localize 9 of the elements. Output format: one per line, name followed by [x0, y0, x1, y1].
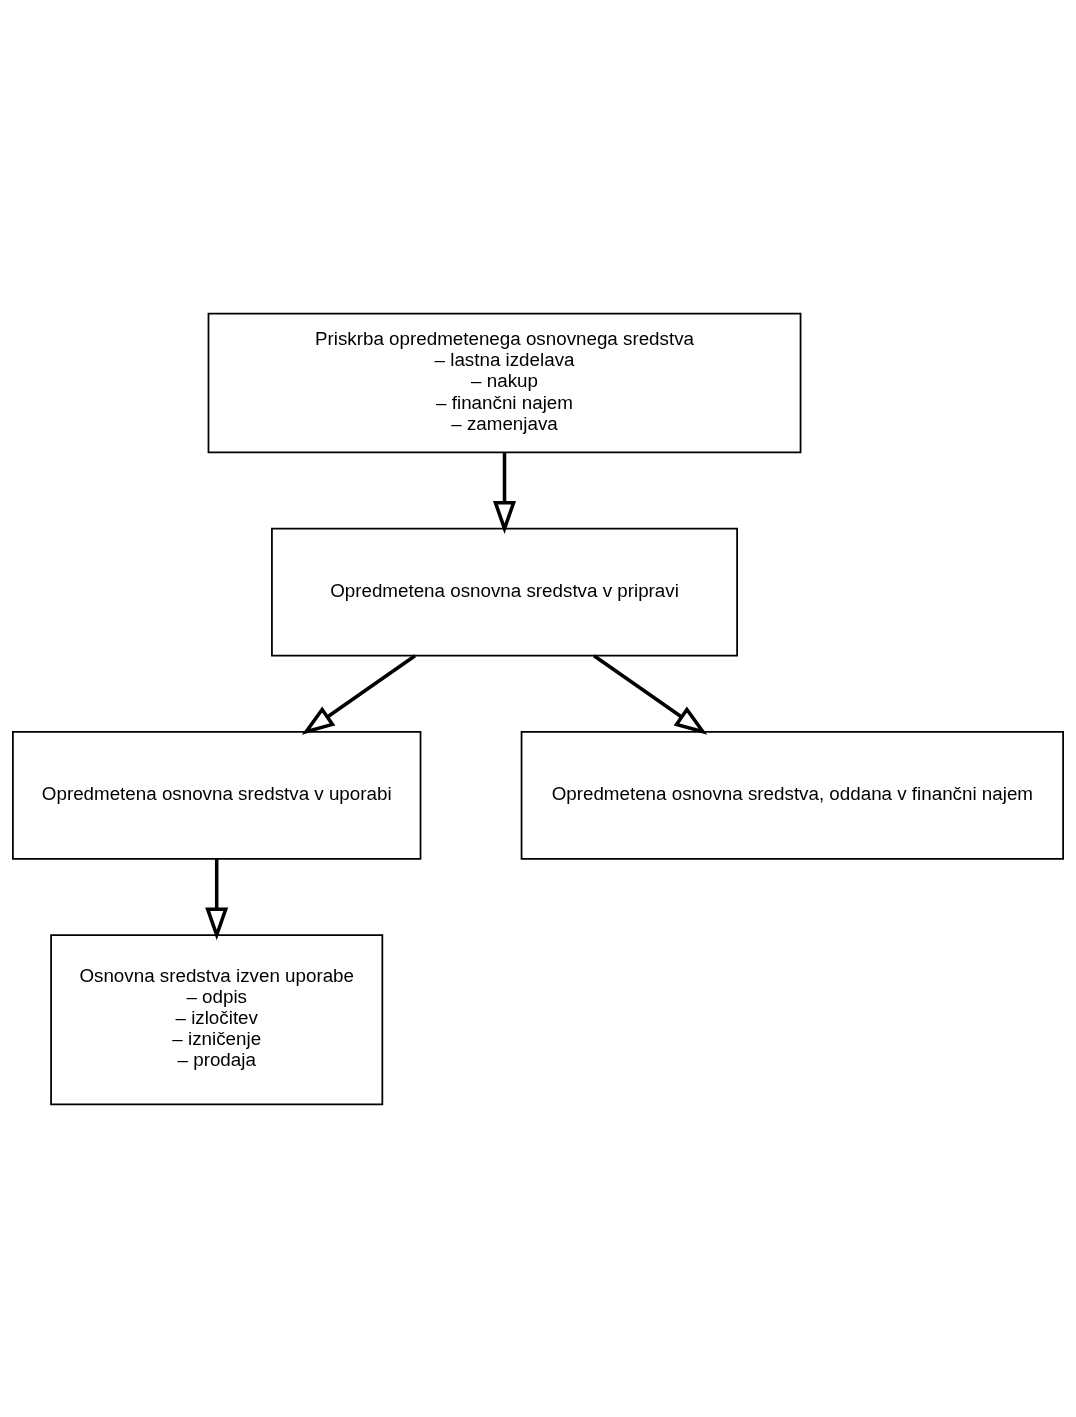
node-box: Opredmetena osnovna sredstva v uporabi	[12, 730, 422, 860]
arrow	[593, 653, 708, 735]
arrow	[301, 653, 417, 735]
node-box: Priskrba opredmetenega osnovnega sredstva – lastna izdelava – nakup – finančni najem – zamenjava	[207, 312, 802, 453]
node-box: Osnovna sredstva izven uporabe – odpis – izločitev – izničenje – prodaja	[50, 933, 384, 1105]
node-box: Opredmetena osnovna sredstva, oddana v finančni najem	[520, 730, 1064, 860]
arrow	[205, 858, 229, 940]
node-box: Opredmetena osnovna sredstva v pripravi	[271, 527, 738, 656]
arrow	[493, 451, 517, 534]
